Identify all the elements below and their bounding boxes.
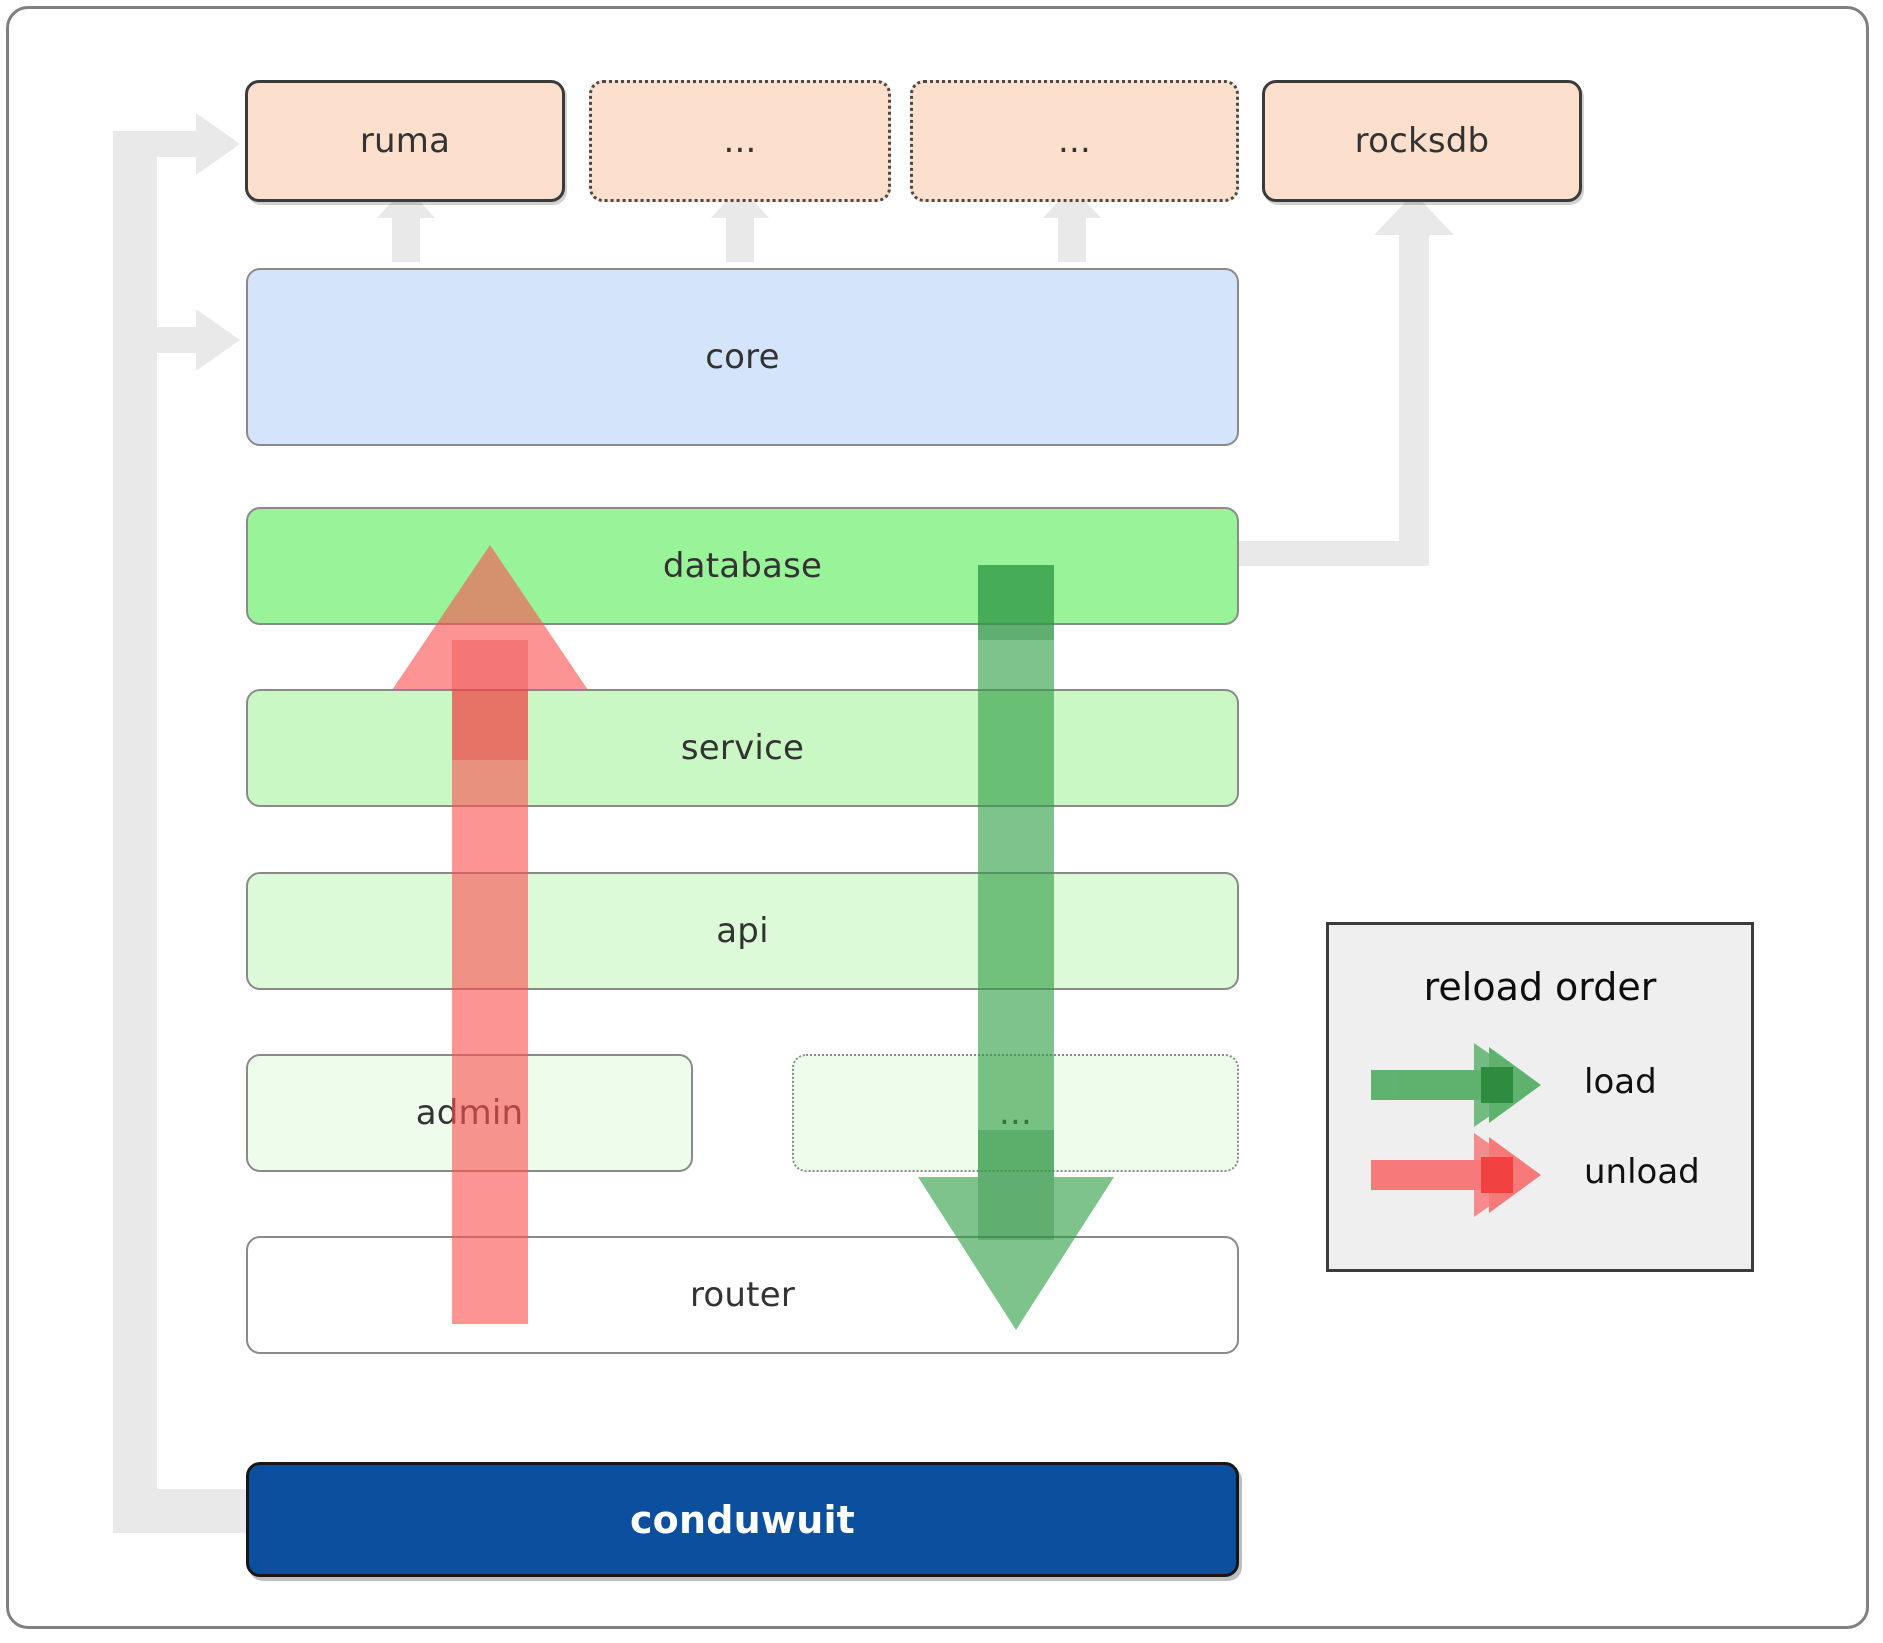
crate-box-ruma[interactable]: ruma [245, 80, 565, 202]
layer-box-database[interactable]: database [246, 507, 1239, 625]
legend-load-arrow-core [1481, 1067, 1513, 1103]
crate-label-more-1: ... [723, 121, 757, 161]
legend-load-arrow-icon [1371, 1043, 1541, 1127]
layer-box-more[interactable]: ... [792, 1054, 1239, 1172]
layer-label-router: router [689, 1275, 795, 1315]
legend-unload-arrow-core [1481, 1157, 1513, 1193]
crate-box-more-1[interactable]: ... [589, 80, 891, 202]
crate-label-more-2: ... [1057, 121, 1092, 161]
legend-arrow-glyphs [1371, 1043, 1541, 1217]
layer-box-admin[interactable]: admin [246, 1054, 693, 1172]
layer-label-database: database [662, 546, 823, 586]
layer-label-admin: admin [415, 1093, 524, 1133]
layer-box-router[interactable]: router [246, 1236, 1239, 1354]
layer-label-more: ... [998, 1093, 1033, 1133]
crate-box-more-2[interactable]: ... [910, 80, 1239, 202]
app-label-conduwuit: conduwuit [629, 1497, 856, 1542]
diagram-frame [6, 6, 1869, 1629]
layer-label-api: api [716, 911, 769, 951]
legend-panel: reload order load unload [1326, 922, 1754, 1272]
legend-label-unload: unload [1584, 1152, 1700, 1192]
layer-box-api[interactable]: api [246, 872, 1239, 990]
layer-box-core[interactable]: core [246, 268, 1239, 446]
legend-unload-arrow-icon [1371, 1133, 1541, 1217]
legend-label-load: load [1584, 1062, 1657, 1102]
legend-title: reload order [1423, 965, 1657, 1009]
layer-label-core: core [705, 337, 780, 377]
layer-label-service: service [680, 728, 805, 768]
crate-label-ruma: ruma [359, 121, 451, 161]
crate-label-rocksdb: rocksdb [1354, 121, 1490, 161]
layer-box-service[interactable]: service [246, 689, 1239, 807]
app-box-conduwuit[interactable]: conduwuit [246, 1462, 1239, 1577]
crate-box-rocksdb[interactable]: rocksdb [1262, 80, 1582, 202]
